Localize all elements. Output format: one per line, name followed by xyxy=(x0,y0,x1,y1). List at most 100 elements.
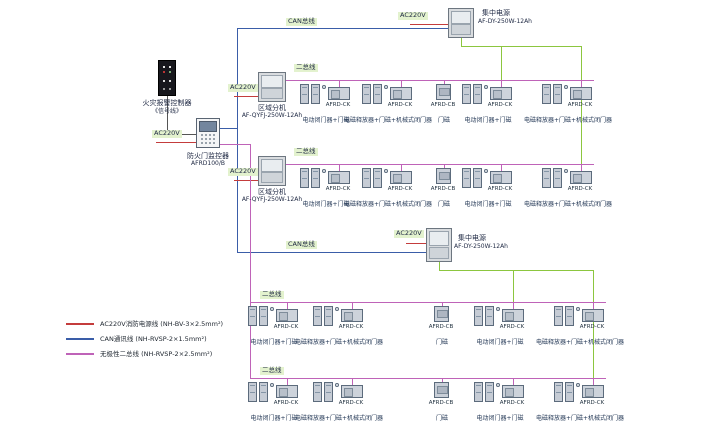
door-icon xyxy=(554,306,563,326)
zone-unit-2-label: 区域分机 xyxy=(258,188,286,196)
door-module-box xyxy=(502,302,524,322)
dc-line-to-row4 xyxy=(513,270,514,309)
door-magnet-icon xyxy=(322,85,326,89)
door-icon xyxy=(565,382,574,402)
group-label: 电动闭门器+门磁 xyxy=(250,339,298,346)
two-bus-trunk xyxy=(250,144,251,378)
door-icon xyxy=(311,84,320,104)
door-icon xyxy=(474,306,483,326)
zone-unit-1-cabinet xyxy=(258,72,286,102)
door-group: AFRD-CK 电磁释放器+门磁+机械式闭门器 xyxy=(295,302,383,350)
door-magnet-icon xyxy=(496,307,500,311)
door-icon xyxy=(324,306,333,326)
door-module-box xyxy=(570,164,592,184)
legend-power-label: AC220V消防电源线 (NH-BV-3×2.5mm²) xyxy=(100,320,224,328)
top-supply-power-label: AC220V xyxy=(398,11,428,20)
door-icon xyxy=(462,168,471,188)
central-power-top-label: 集中电源 xyxy=(482,9,510,17)
door-icon xyxy=(248,306,257,326)
door-magnet-icon xyxy=(270,383,274,387)
door-module-box xyxy=(582,378,604,398)
power-stub-mid-supply xyxy=(406,243,426,244)
module-label: AFRD-CB xyxy=(428,400,454,406)
central-power-top-model: AF-DY-250W-12Ah xyxy=(478,18,532,25)
zone-unit-2-model: AF-QYFJ-250W-12Ah xyxy=(241,196,303,203)
module-label: AFRD-CK xyxy=(387,102,413,108)
door-module-box xyxy=(276,302,298,322)
module-label: AFRD-CK xyxy=(567,186,593,192)
two-bus-row5-label: 二总线 xyxy=(260,366,284,375)
door-icon xyxy=(248,382,257,402)
door-icon xyxy=(259,306,268,326)
zone1-power-label: AC220V xyxy=(228,83,258,92)
door-icon xyxy=(462,84,471,104)
door-group: AFRD-CK 电动闭门器+门磁 xyxy=(300,164,352,212)
door-magnet-icon xyxy=(484,169,488,173)
door-group: AFRD-CK 电动闭门器+门磁 xyxy=(248,378,300,426)
dc-line-mid-drop xyxy=(439,262,440,270)
module-label: AFRD-CK xyxy=(567,102,593,108)
central-power-mid-cabinet xyxy=(426,228,452,262)
can-bus-trunk xyxy=(237,28,238,252)
door-magnet-group: AFRD-CB 门磁 xyxy=(429,302,486,350)
legend-power-line xyxy=(66,323,94,325)
fire-door-monitor xyxy=(196,118,220,148)
door-group: AFRD-CK 电磁释放器+门磁+机械式闭门器 xyxy=(295,378,383,426)
door-module-box xyxy=(390,80,412,100)
power-stub-zone2 xyxy=(234,180,258,181)
door-group: AFRD-CK 电动闭门器+门磁 xyxy=(248,302,300,350)
group-label: 电动闭门器+门磁 xyxy=(476,339,524,346)
door-magnet-icon xyxy=(576,307,580,311)
module-label: AFRD-CK xyxy=(387,186,413,192)
door-group: AFRD-CK 电磁释放器+门磁+机械式闭门器 xyxy=(536,378,624,426)
door-group: AFRD-CK 电磁释放器+门磁+机械式闭门器 xyxy=(536,302,624,350)
group-label: 电磁释放器+门磁+机械式闭门器 xyxy=(343,117,433,124)
zone2-power-label: AC220V xyxy=(228,167,258,176)
monitor-label: 防火门监控器 xyxy=(187,152,229,160)
door-icon xyxy=(553,84,562,104)
door-icon xyxy=(311,168,320,188)
two-bus-row5 xyxy=(250,378,606,379)
door-magnet-icon xyxy=(335,383,339,387)
monitor-power-label: AC220V xyxy=(152,129,182,138)
group-label: 门磁 xyxy=(435,415,448,422)
group-label: 门磁 xyxy=(435,339,448,346)
legend-can-label: CAN通讯线 (NH-RVSP-2×1.5mm²) xyxy=(100,335,207,343)
can-bus-mid-label: CAN总线 xyxy=(286,240,317,249)
door-icon xyxy=(485,306,494,326)
door-magnet-icon xyxy=(576,383,580,387)
group-label: 电磁释放器+门磁+机械式闭门器 xyxy=(535,415,625,422)
door-icon xyxy=(362,168,371,188)
door-icon xyxy=(373,168,382,188)
module-label: AFRD-CK xyxy=(579,400,605,406)
central-power-mid-label: 集中电源 xyxy=(458,234,486,242)
two-bus-monitor-link xyxy=(220,144,250,145)
door-icon xyxy=(473,168,482,188)
door-module-box xyxy=(341,302,363,322)
door-magnet-icon xyxy=(564,169,568,173)
door-group: AFRD-CK 电动闭门器+门磁 xyxy=(462,80,514,128)
door-module-box xyxy=(582,302,604,322)
door-magnet-group: AFRD-CB 门磁 xyxy=(431,80,488,128)
group-label: 电动闭门器+门磁 xyxy=(476,415,524,422)
module-label: AFRD-CK xyxy=(499,324,525,330)
module-label: AFRD-CK xyxy=(273,400,299,406)
legend-two-bus-line xyxy=(66,353,94,355)
door-module-box xyxy=(570,80,592,100)
door-icon xyxy=(300,84,309,104)
door-magnet-icon xyxy=(384,169,388,173)
door-icon xyxy=(324,382,333,402)
dc-line-to-row5 xyxy=(593,270,594,385)
door-magnet-icon xyxy=(496,383,500,387)
door-magnet-box xyxy=(434,302,449,322)
door-icon xyxy=(259,382,268,402)
door-icon xyxy=(362,84,371,104)
module-label: AFRD-CK xyxy=(338,400,364,406)
group-label: 电动闭门器+门磁 xyxy=(464,117,512,124)
group-label: 电动闭门器+门磁 xyxy=(464,201,512,208)
door-group: AFRD-CK 电磁释放器+门磁+机械式闭门器 xyxy=(344,80,432,128)
door-module-box xyxy=(341,378,363,398)
door-icon xyxy=(373,84,382,104)
group-label: 门磁 xyxy=(437,201,450,208)
